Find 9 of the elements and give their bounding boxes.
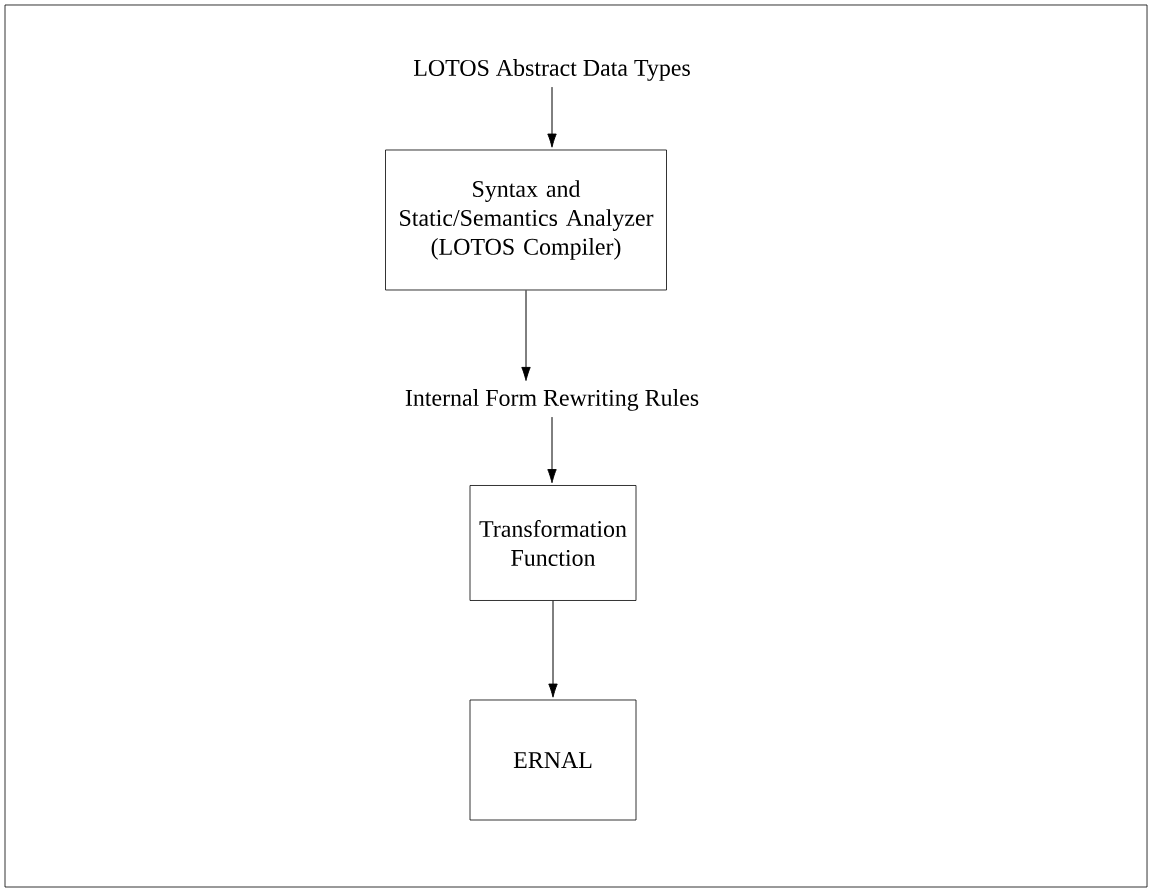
process-box: ERNAL xyxy=(469,699,637,821)
arrow xyxy=(547,86,557,148)
arrow xyxy=(548,600,558,698)
process-box: Transformation Function xyxy=(469,485,637,601)
process-box: Syntax and Static/Semantics Analyzer (LOTOS Compiler) xyxy=(385,149,667,291)
text-label: LOTOS Abstract Data Types xyxy=(413,59,690,81)
arrow xyxy=(547,416,557,484)
arrow xyxy=(521,289,531,381)
text-label: Internal Form Rewriting Rules xyxy=(405,389,699,411)
